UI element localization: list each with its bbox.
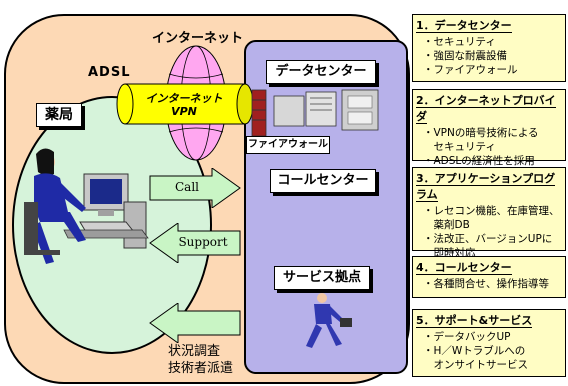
dispatch-label-line1: 状況調査 (168, 344, 221, 359)
info-box-line: ・強固な耐震設備 (423, 50, 507, 62)
callcenter-label: コールセンター (270, 169, 376, 193)
info-box-line: ・ADSLの経済性を採用 (423, 155, 535, 167)
vpn-tunnel (116, 83, 254, 125)
info-box-support: 5．サポート&サービス ・データバックUP ・H／Wトラブルへの オンサイトサー… (412, 309, 566, 377)
tunnel-label-line1: インターネット (145, 92, 223, 105)
info-box-callcenter: 4．コールセンター ・各種問合せ、操作指導等 (412, 256, 566, 298)
dispatch-label: 状況調査 技術者派遣 (168, 343, 233, 377)
call-arrow-label: Call (174, 180, 199, 194)
info-box-line: セキュリティ (423, 141, 496, 153)
info-box-line: ・法改正、バージョンUPに (423, 233, 553, 245)
walking-engineer-icon (306, 293, 352, 348)
server-rack-icon (251, 89, 379, 137)
info-box-title: 3．アプリケーションプログラム (416, 172, 556, 202)
firewall-label: ファイアウォール (246, 136, 330, 154)
info-box-line: ・VPNの暗号技術による (423, 127, 539, 139)
pharmacy-label: 薬局 (36, 103, 82, 127)
info-box-title: 5．サポート&サービス (416, 314, 533, 328)
info-box-line: ・データバックUP (423, 331, 511, 343)
info-box-line: ・各種問合せ、操作指導等 (423, 278, 549, 290)
call-arrow (149, 168, 241, 208)
info-box-line: ・セキュリティ (423, 36, 496, 48)
dispatch-label-line2: 技術者派遣 (168, 361, 234, 376)
datacenter-label: データセンター (266, 60, 376, 84)
support-arrow (149, 223, 241, 263)
info-box-line: ・ファイアウォール (423, 64, 518, 76)
info-box-line: オンサイトサービス (423, 359, 528, 371)
info-box-title: 4．コールセンター (416, 261, 512, 275)
tunnel-label-line2: VPN (171, 105, 197, 118)
info-box-title: 1．データセンター (416, 19, 512, 33)
service-label: サービス拠点 (274, 266, 370, 290)
operator-person-icon (24, 148, 149, 264)
info-box-application: 3．アプリケーションプログラム ・レセコン機能、在庫管理、 薬剤DB ・法改正、… (412, 167, 566, 259)
info-box-line: ・H／Wトラブルへの (423, 345, 526, 357)
internet-label: インターネット (152, 31, 244, 46)
info-box-provider: 2．インターネットプロバイダ ・VPNの暗号技術による セキュリティ ・ADSL… (412, 89, 566, 167)
support-arrow-label: Support (178, 235, 228, 249)
info-box-line: 薬剤DB (423, 219, 470, 231)
tunnel-label: インターネット VPN (132, 92, 236, 118)
info-box-line: ・レセコン機能、在庫管理、 (423, 205, 560, 217)
info-box-datacenter: 1．データセンター ・セキュリティ ・強固な耐震設備 ・ファイアウォール (412, 14, 566, 82)
dispatch-arrow (149, 303, 241, 343)
adsl-label: ADSL (88, 65, 131, 80)
info-box-title: 2．インターネットプロバイダ (416, 94, 556, 124)
